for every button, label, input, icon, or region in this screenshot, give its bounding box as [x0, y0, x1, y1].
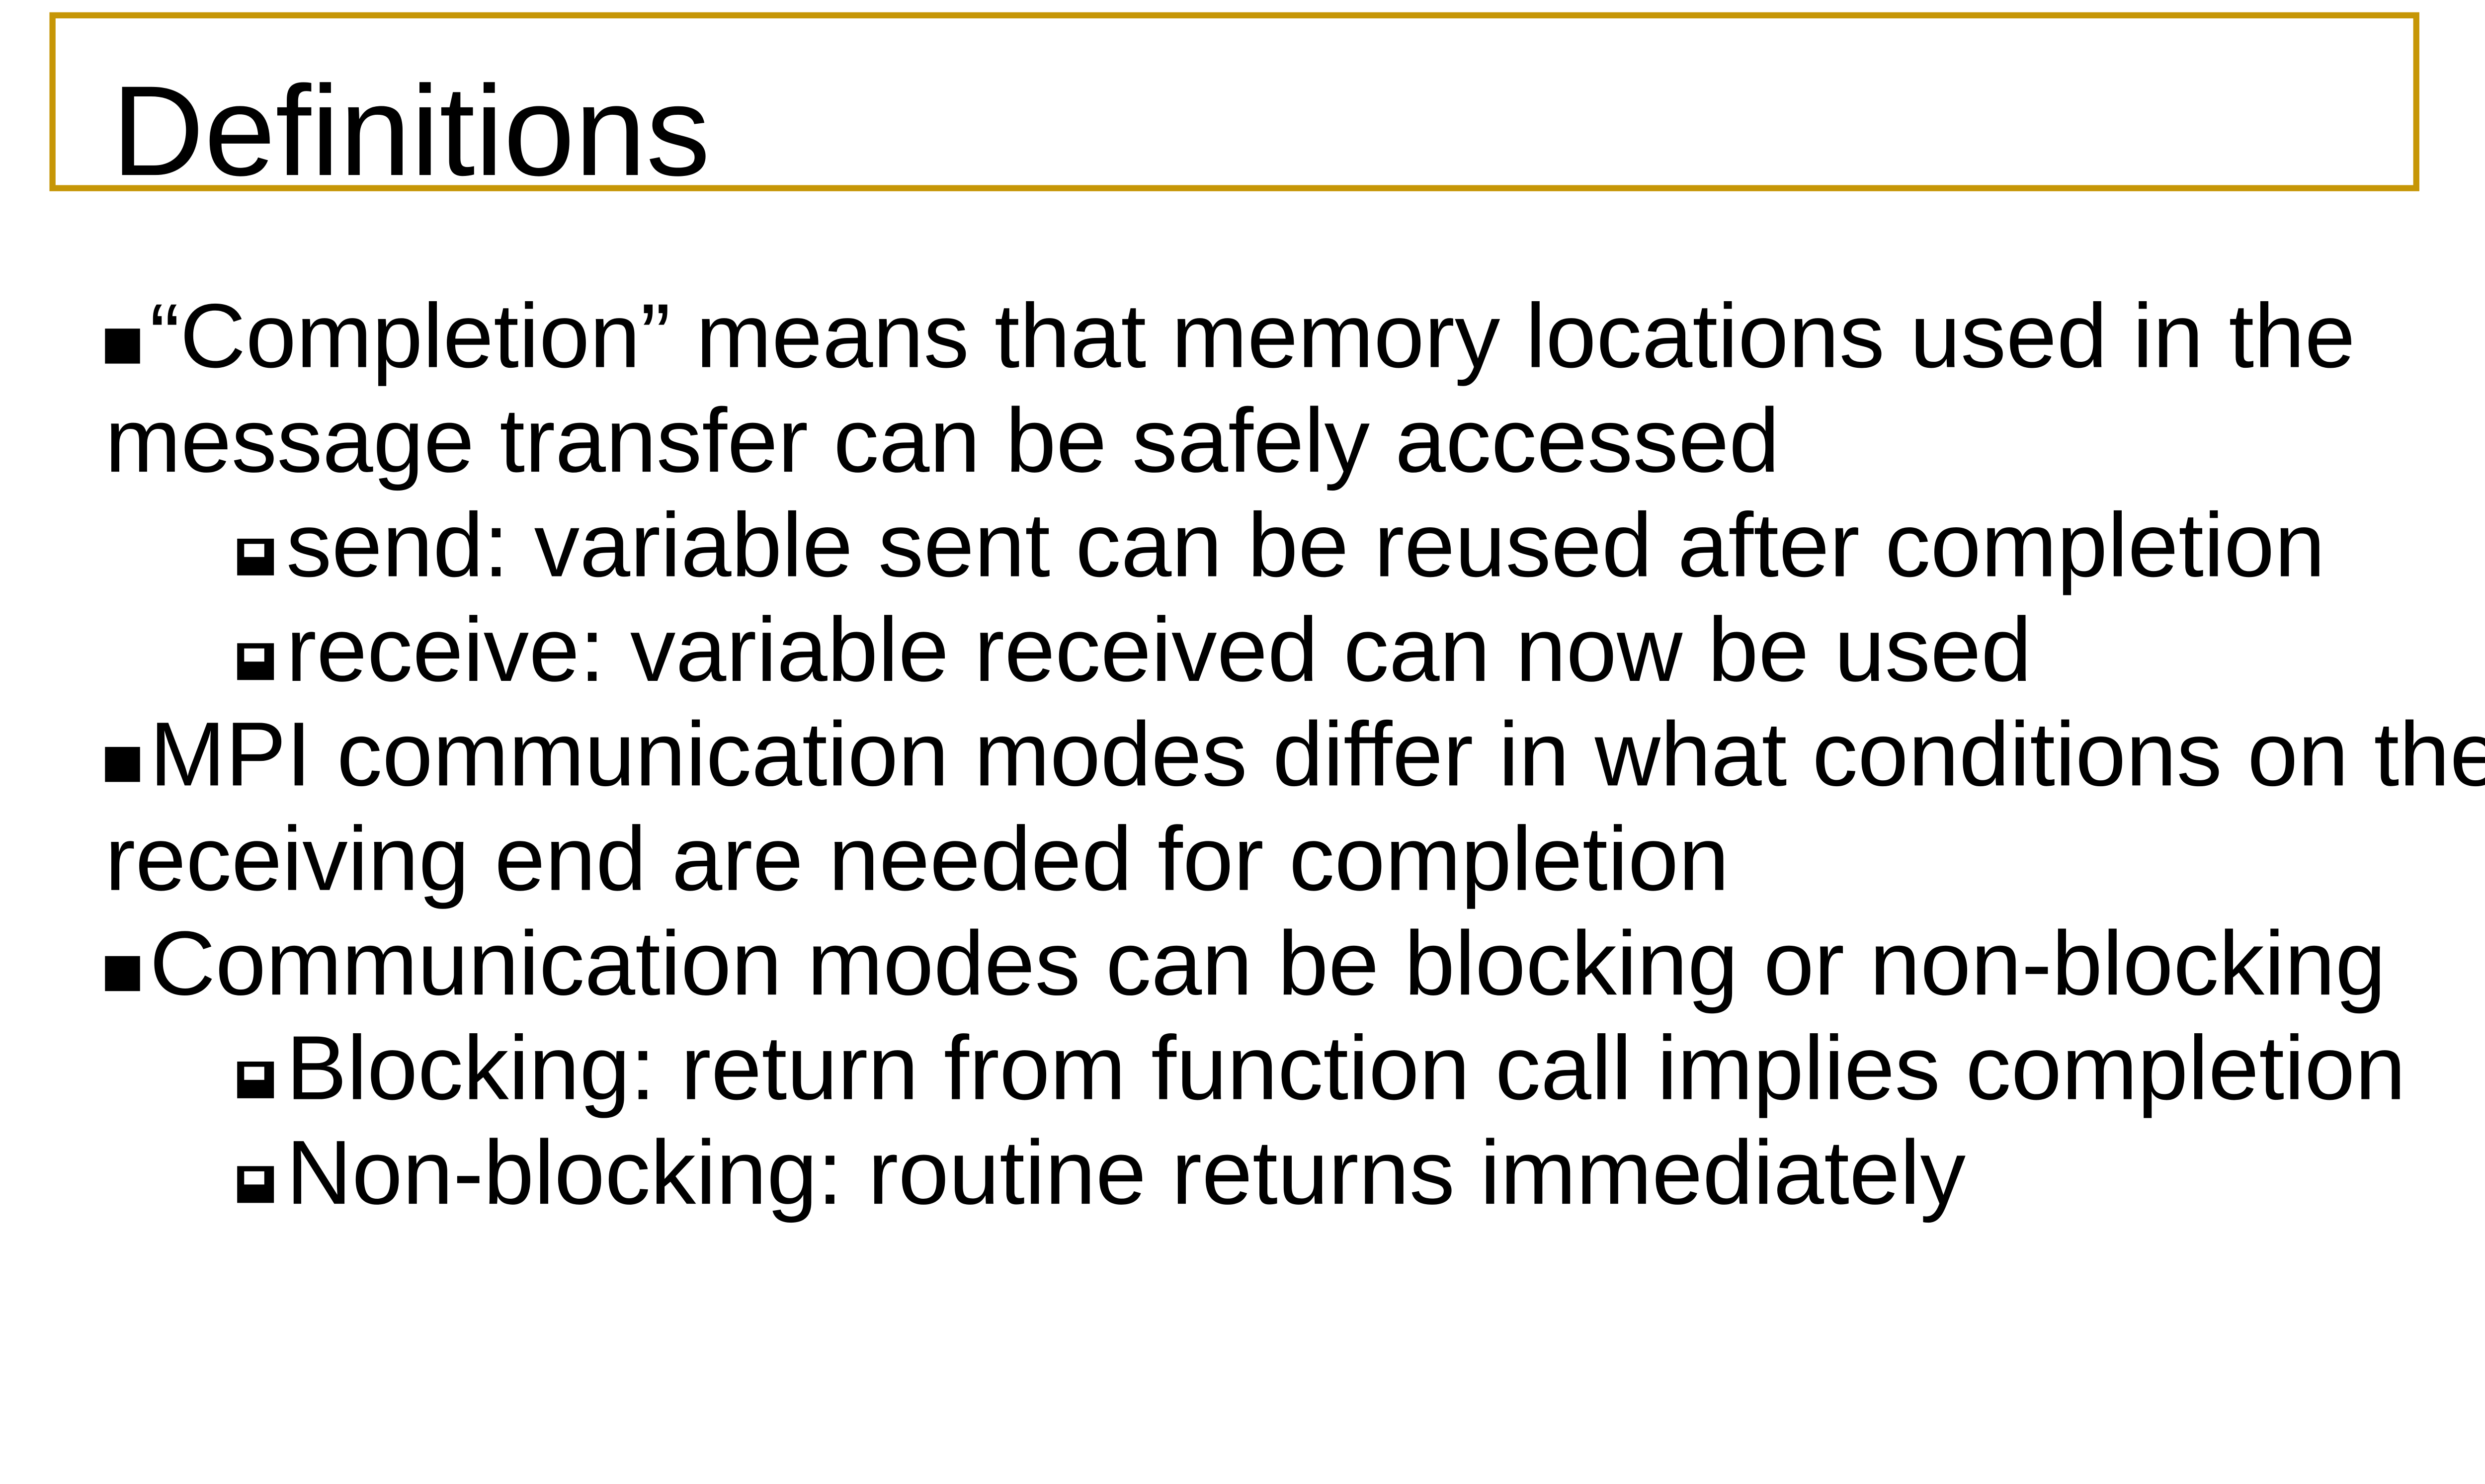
slide: Definitions “Completion” means that memo… [49, 12, 2485, 1225]
bullet-line: MPI communication modes differ in what c… [105, 702, 2485, 807]
bullet-line: “Completion” means that memory locations… [105, 284, 2485, 388]
filled-square-bullet-icon [105, 746, 140, 782]
sub-bullet-line: Blocking: return from function call impl… [105, 1016, 2485, 1120]
bullet-text: receiving end are needed for completion [105, 808, 1730, 910]
sub-bullet-line: Non-blocking: routine returns immediatel… [105, 1121, 2485, 1225]
filled-square-bullet-icon [105, 329, 140, 364]
slide-title: Definitions [111, 59, 710, 203]
bullet-text: Non-blocking: routine returns immediatel… [286, 1122, 1966, 1224]
bullet-text: “Completion” means that memory locations… [150, 285, 2355, 387]
shadowed-square-bullet-icon [237, 1061, 274, 1098]
slide-body: “Completion” means that memory locations… [105, 284, 2485, 1225]
bullet-line-continuation: receiving end are needed for completion [105, 807, 2485, 911]
bullet-text: Communication modes can be blocking or n… [150, 912, 2386, 1014]
bullet-text: send: variable sent can be reused after … [286, 494, 2325, 596]
bullet-text: receive: variable received can now be us… [286, 599, 2032, 701]
shadowed-square-bullet-icon [237, 643, 274, 680]
shadowed-square-bullet-icon [237, 538, 274, 576]
shadowed-square-bullet-icon [237, 1166, 274, 1203]
title-box [49, 12, 2419, 191]
sub-bullet-line: send: variable sent can be reused after … [105, 493, 2485, 597]
bullet-text: message transfer can be safely accessed [105, 390, 1780, 492]
bullet-line-continuation: message transfer can be safely accessed [105, 389, 2485, 493]
sub-bullet-line: receive: variable received can now be us… [105, 598, 2485, 702]
bullet-text: MPI communication modes differ in what c… [150, 703, 2485, 806]
bullet-text: Blocking: return from function call impl… [286, 1017, 2406, 1119]
filled-square-bullet-icon [105, 956, 140, 991]
bullet-line: Communication modes can be blocking or n… [105, 911, 2485, 1016]
